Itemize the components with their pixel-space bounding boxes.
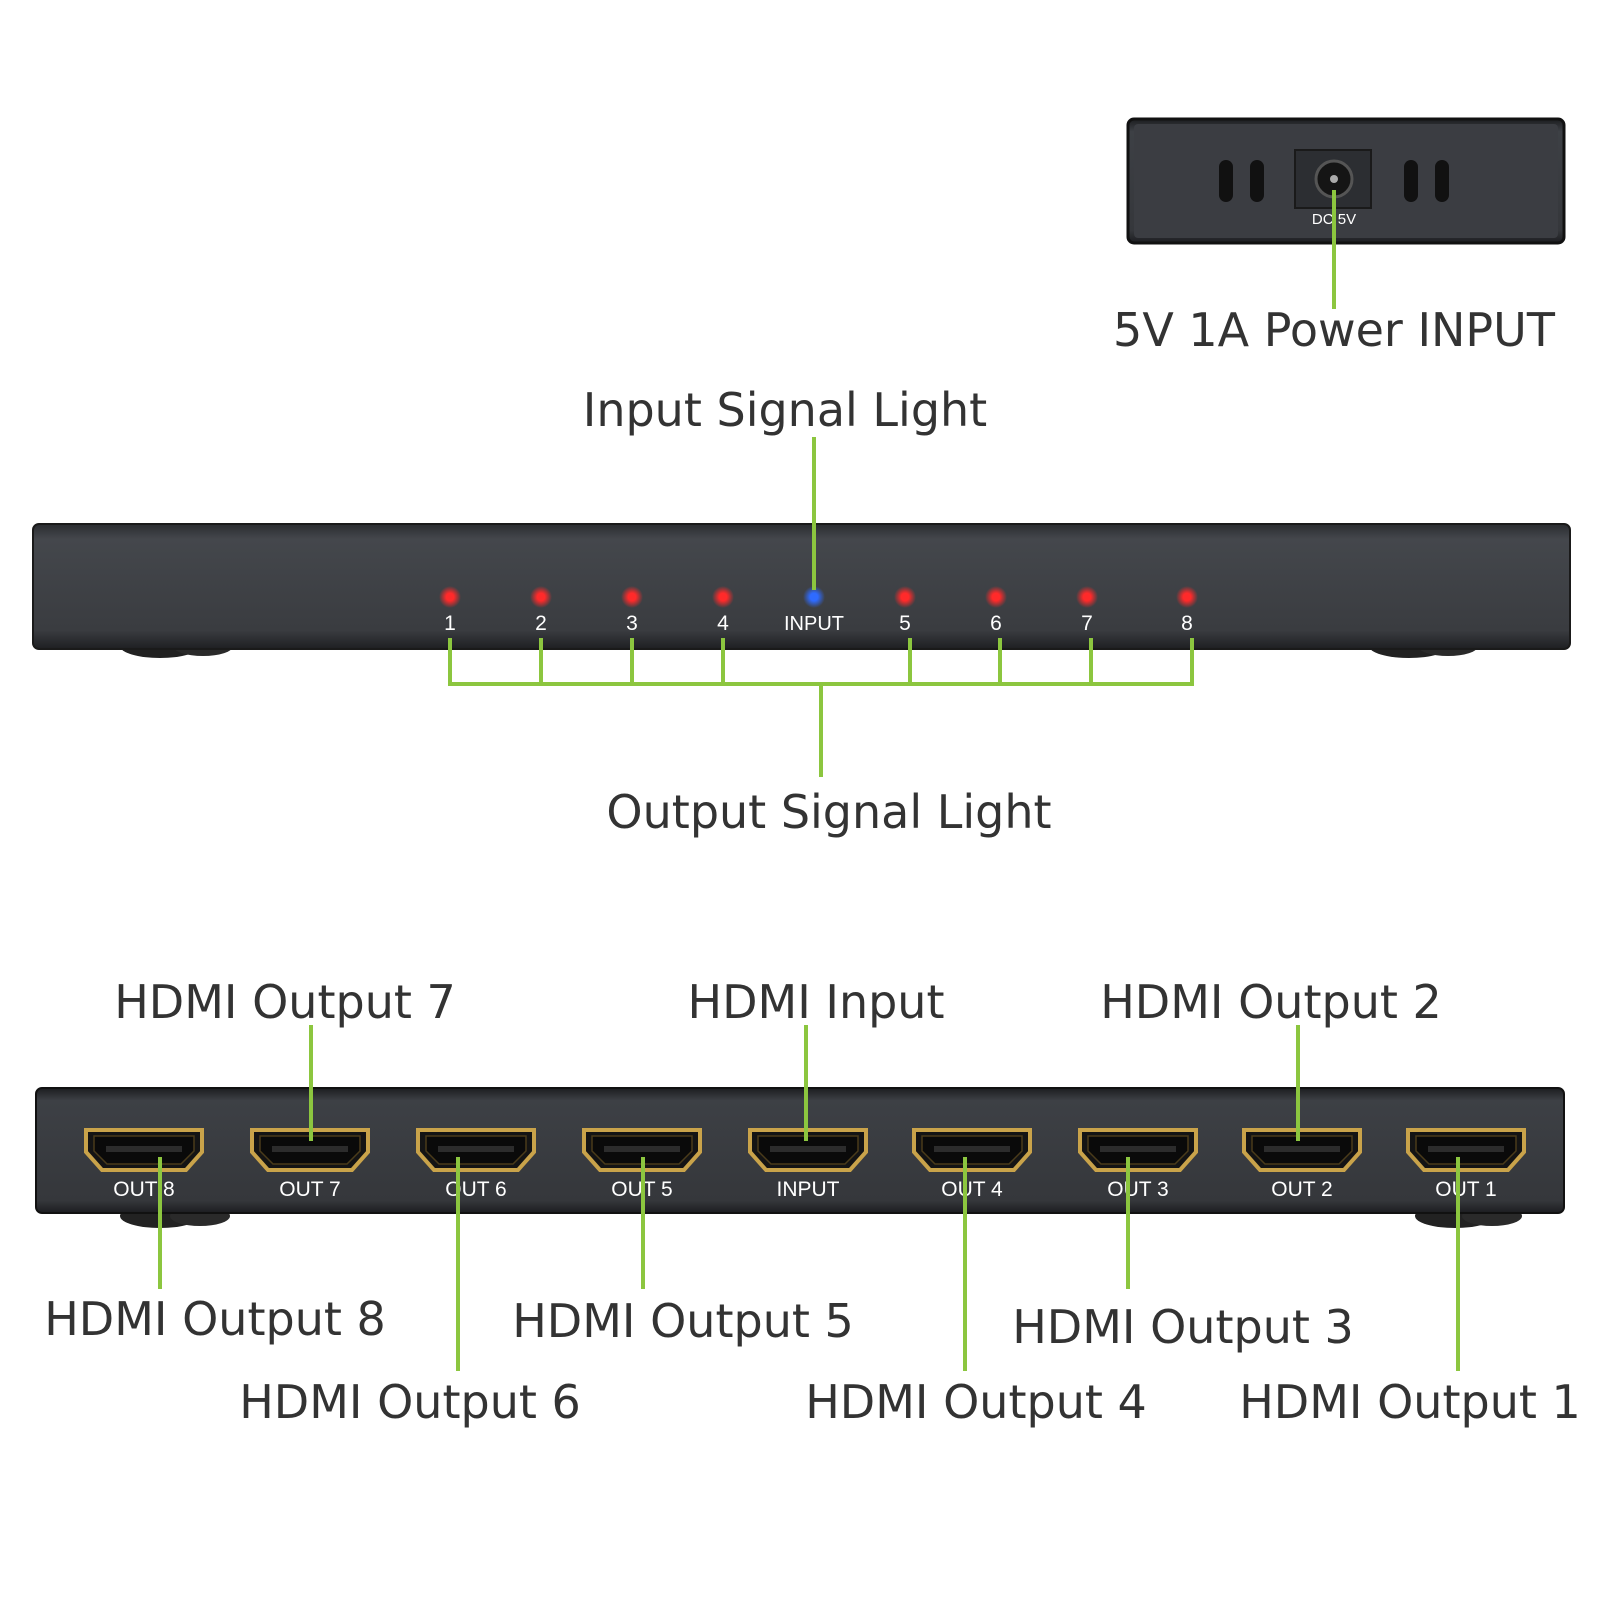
signal-led-8: 7 xyxy=(1076,586,1098,635)
signal-led-2: 2 xyxy=(530,586,552,635)
led-dot xyxy=(719,593,727,601)
vent-slot xyxy=(1404,160,1418,202)
callout-hdmi-output-6: HDMI Output 6 xyxy=(239,1375,581,1429)
led-label: 3 xyxy=(626,612,638,635)
hdmi-port-2: OUT 7 xyxy=(250,1128,370,1201)
signal-led-4: 4 xyxy=(712,586,734,635)
led-label: 5 xyxy=(899,612,911,635)
hdmi-port-8: OUT 2 xyxy=(1242,1128,1362,1201)
hdmi-port-label: OUT 3 xyxy=(1107,1178,1168,1201)
led-dot xyxy=(810,593,818,601)
hdmi-port-label: OUT 7 xyxy=(279,1178,340,1201)
signal-led-6: 5 xyxy=(894,586,916,635)
hdmi-port-label: OUT 4 xyxy=(941,1178,1003,1201)
led-label: 1 xyxy=(444,612,456,635)
hdmi-port-9: OUT 1 xyxy=(1406,1128,1526,1201)
led-dot xyxy=(537,593,545,601)
led-dot xyxy=(1183,593,1191,601)
hdmi-port-1: OUT 8 xyxy=(84,1128,204,1201)
callout-hdmi-output-2: HDMI Output 2 xyxy=(1100,975,1442,1029)
led-row: 1 2 3 4 INPUT 5 6 7 8 xyxy=(439,586,1198,635)
led-label: INPUT xyxy=(784,613,844,635)
led-dot xyxy=(901,593,909,601)
hdmi-port-5: INPUT xyxy=(748,1128,868,1201)
hdmi-port-6: OUT 4 xyxy=(912,1128,1032,1201)
signal-led-9: 8 xyxy=(1176,586,1198,635)
led-label: 7 xyxy=(1081,612,1093,635)
hdmi-port-tongue xyxy=(604,1146,680,1152)
vent-slot xyxy=(1219,160,1233,202)
power-input-callout: 5V 1A Power INPUT xyxy=(1113,303,1556,357)
hdmi-port-4: OUT 5 xyxy=(582,1128,702,1201)
hdmi-port-label: OUT 1 xyxy=(1435,1178,1496,1201)
power-panel: DC 5V 5V 1A Power INPUT xyxy=(1113,117,1566,357)
callout-hdmi-output-5: HDMI Output 5 xyxy=(512,1294,854,1348)
led-label: 4 xyxy=(717,612,729,635)
signal-led-5: INPUT xyxy=(784,586,844,635)
input-signal-callout: Input Signal Light xyxy=(583,383,987,437)
hdmi-port-label: OUT 6 xyxy=(445,1178,506,1201)
output-signal-bracket xyxy=(448,638,1194,777)
hdmi-port-tongue xyxy=(1264,1146,1340,1152)
led-dot xyxy=(628,593,636,601)
callout-hdmi-output-1: HDMI Output 1 xyxy=(1239,1375,1581,1429)
hdmi-port-tongue xyxy=(934,1146,1010,1152)
front-panel: 1 2 3 4 INPUT 5 6 7 8 Input Signal Light Output … xyxy=(32,383,1571,839)
hdmi-port-label: INPUT xyxy=(777,1178,840,1201)
led-dot xyxy=(1083,593,1091,601)
vent-slot xyxy=(1250,160,1264,202)
signal-led-1: 1 xyxy=(439,586,461,635)
led-label: 6 xyxy=(990,612,1002,635)
hdmi-port-tongue xyxy=(1428,1146,1504,1152)
callout-hdmi-output-3: HDMI Output 3 xyxy=(1012,1300,1354,1354)
back-panel: OUT 8 OUT 7 OUT 6 OUT 5 INPUT OUT 4 OUT 3 OUT 2… xyxy=(35,975,1581,1429)
vent-slot xyxy=(1435,160,1449,202)
callout-hdmi-output-4: HDMI Output 4 xyxy=(805,1375,1147,1429)
signal-led-3: 3 xyxy=(621,586,643,635)
hdmi-port-tongue xyxy=(106,1146,182,1152)
led-dot xyxy=(992,593,1000,601)
led-label: 8 xyxy=(1181,612,1193,635)
hdmi-port-label: OUT 8 xyxy=(113,1178,174,1201)
output-signal-callout: Output Signal Light xyxy=(606,785,1051,839)
front-panel-body xyxy=(32,523,1571,650)
signal-led-7: 6 xyxy=(985,586,1007,635)
hdmi-port-label: OUT 2 xyxy=(1271,1178,1332,1201)
callout-hdmi-input: HDMI Input xyxy=(688,975,945,1029)
hdmi-port-7: OUT 3 xyxy=(1078,1128,1198,1201)
hdmi-port-3: OUT 6 xyxy=(416,1128,536,1201)
hdmi-port-tongue xyxy=(438,1146,514,1152)
led-dot xyxy=(446,593,454,601)
hdmi-port-tongue xyxy=(272,1146,348,1152)
callout-hdmi-output-8: HDMI Output 8 xyxy=(44,1292,386,1346)
hdmi-port-row: OUT 8 OUT 7 OUT 6 OUT 5 INPUT OUT 4 OUT 3 OUT 2… xyxy=(84,1128,1526,1201)
hdmi-port-tongue xyxy=(1100,1146,1176,1152)
callout-hdmi-output-7: HDMI Output 7 xyxy=(114,975,456,1029)
led-label: 2 xyxy=(535,612,547,635)
hdmi-port-tongue xyxy=(770,1146,846,1152)
dc-jack-pin xyxy=(1330,175,1338,183)
